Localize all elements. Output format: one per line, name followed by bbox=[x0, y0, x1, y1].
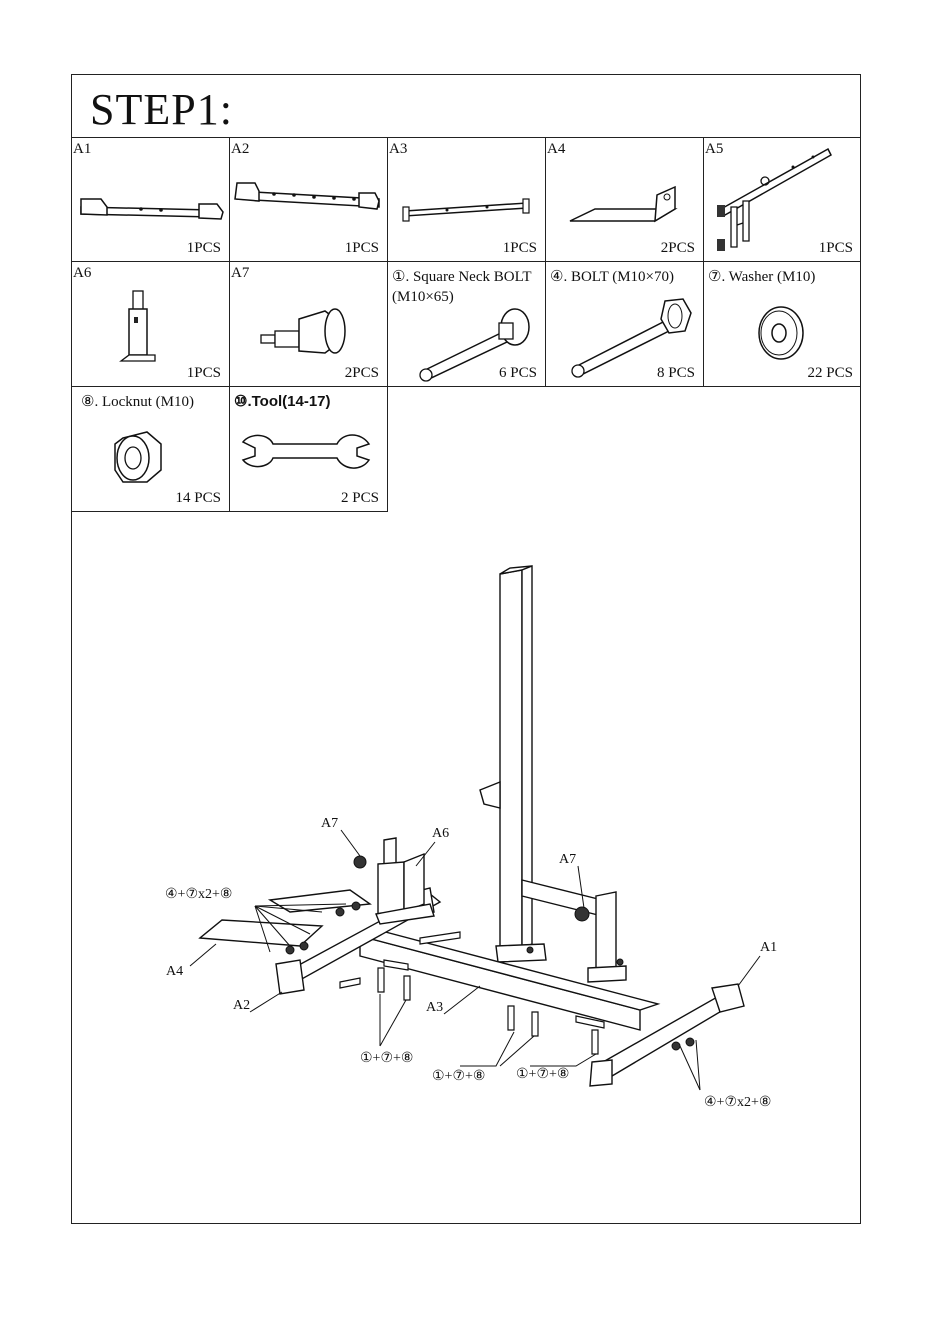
callout-hardware: ①+⑦+⑧ bbox=[432, 1068, 485, 1085]
callout-a7: A7 bbox=[559, 852, 576, 868]
callout-a4: A4 bbox=[166, 964, 183, 980]
callout-hardware: ④+⑦x2+⑧ bbox=[704, 1094, 771, 1111]
callout-hardware: ①+⑦+⑧ bbox=[516, 1066, 569, 1083]
callout-hardware: ①+⑦+⑧ bbox=[360, 1050, 413, 1067]
callout-hardware: ④+⑦x2+⑧ bbox=[165, 886, 232, 903]
callout-a3: A3 bbox=[426, 1000, 443, 1016]
callout-a1: A1 bbox=[760, 940, 777, 956]
callout-a2: A2 bbox=[233, 998, 250, 1014]
callout-a7: A7 bbox=[321, 816, 338, 832]
callout-a6: A6 bbox=[432, 826, 449, 842]
